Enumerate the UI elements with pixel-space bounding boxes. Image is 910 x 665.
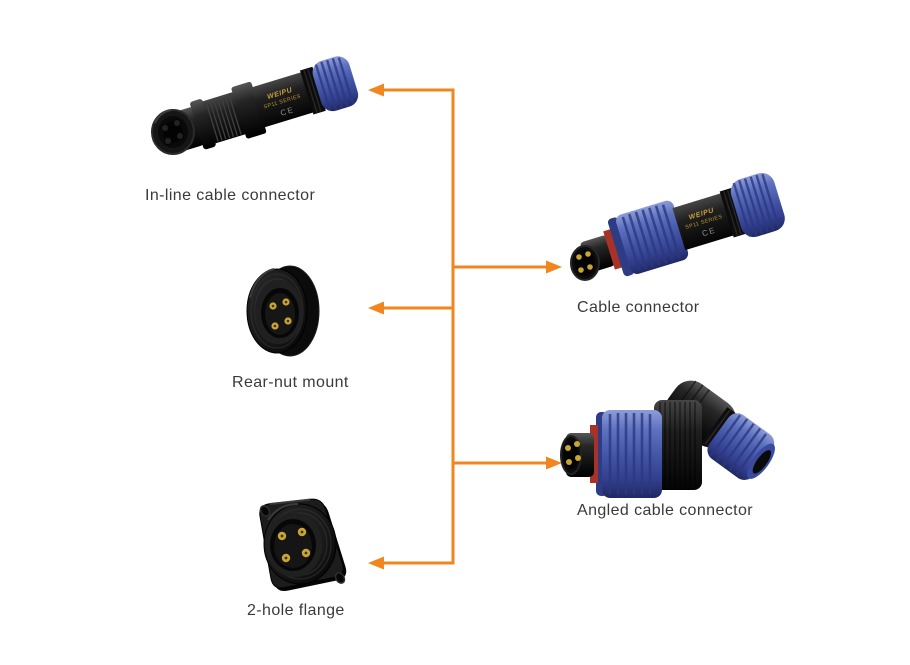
face-highlight: [154, 109, 172, 124]
connector-body: [672, 192, 736, 251]
cable-hole: [752, 450, 772, 474]
flow-trunk: [383, 88, 455, 565]
connector-body: [250, 71, 315, 128]
arrow-to-cable-icon: [546, 260, 562, 274]
male-tip-face: [560, 435, 582, 475]
rear-nut-mount-image: [246, 265, 320, 357]
seal-ring: [603, 228, 624, 270]
cable-body-group: WEIPU SP11 SERIES CE: [580, 172, 785, 277]
plate-edge-highlight: [269, 498, 311, 505]
blue-gland-nut: [707, 413, 775, 480]
arrow-to-in-line-icon: [368, 83, 384, 97]
knurled-body: [654, 400, 702, 490]
arrow-to-rear-nut-icon: [368, 301, 384, 315]
label-two-hole-flange: 2-hole flange: [247, 602, 345, 619]
contact-pins: [277, 527, 311, 563]
mount-hole-bottom-right: [334, 572, 346, 584]
socket-face: [151, 109, 195, 155]
nut-front-rim: [607, 217, 635, 277]
ce-marking: CE: [279, 105, 295, 118]
two-hole-flange-image: [259, 498, 347, 592]
threads: [205, 94, 242, 142]
arrow-to-flange-icon: [368, 556, 384, 570]
socket-holes: [160, 118, 185, 146]
cap-ribs: [732, 173, 781, 237]
collar-ring: [190, 99, 216, 150]
cable-connector-image: WEIPU SP11 SERIES CE: [570, 172, 785, 281]
label-rear-nut-mount: Rear-nut mount: [232, 374, 349, 391]
in-line-body-group: WEIPU SP11 SERIES CE: [157, 56, 359, 155]
contact-pins: [565, 441, 581, 465]
insert-floor: [265, 293, 295, 335]
label-in-line-cable-connector: In-line cable connector: [145, 187, 316, 204]
angled-cable-connector-image: [560, 380, 775, 498]
in-line-cable-connector-image: WEIPU SP11 SERIES CE: [151, 56, 359, 155]
hex-nut: [231, 81, 267, 139]
label-cable-connector: Cable connector: [577, 299, 700, 316]
body-highlight: [249, 268, 275, 299]
male-tip-face: [570, 245, 600, 281]
insert-floor: [274, 524, 312, 568]
neck-ridges: [303, 68, 322, 113]
nut-ribs: [621, 204, 681, 271]
flow-line: [383, 88, 547, 565]
neck-ridges: [723, 189, 742, 236]
nut-ribs: [608, 413, 652, 495]
label-angled-cable-connector: Angled cable connector: [577, 502, 754, 519]
arrowheads: [368, 83, 562, 570]
contact-pins: [576, 251, 593, 273]
ce-marking: CE: [701, 226, 717, 239]
cap-ribs: [314, 57, 355, 111]
body-highlight: [267, 502, 299, 521]
contact-pins: [269, 298, 292, 330]
arrow-to-angled-icon: [546, 456, 562, 470]
mount-hole-top-left: [259, 505, 271, 517]
